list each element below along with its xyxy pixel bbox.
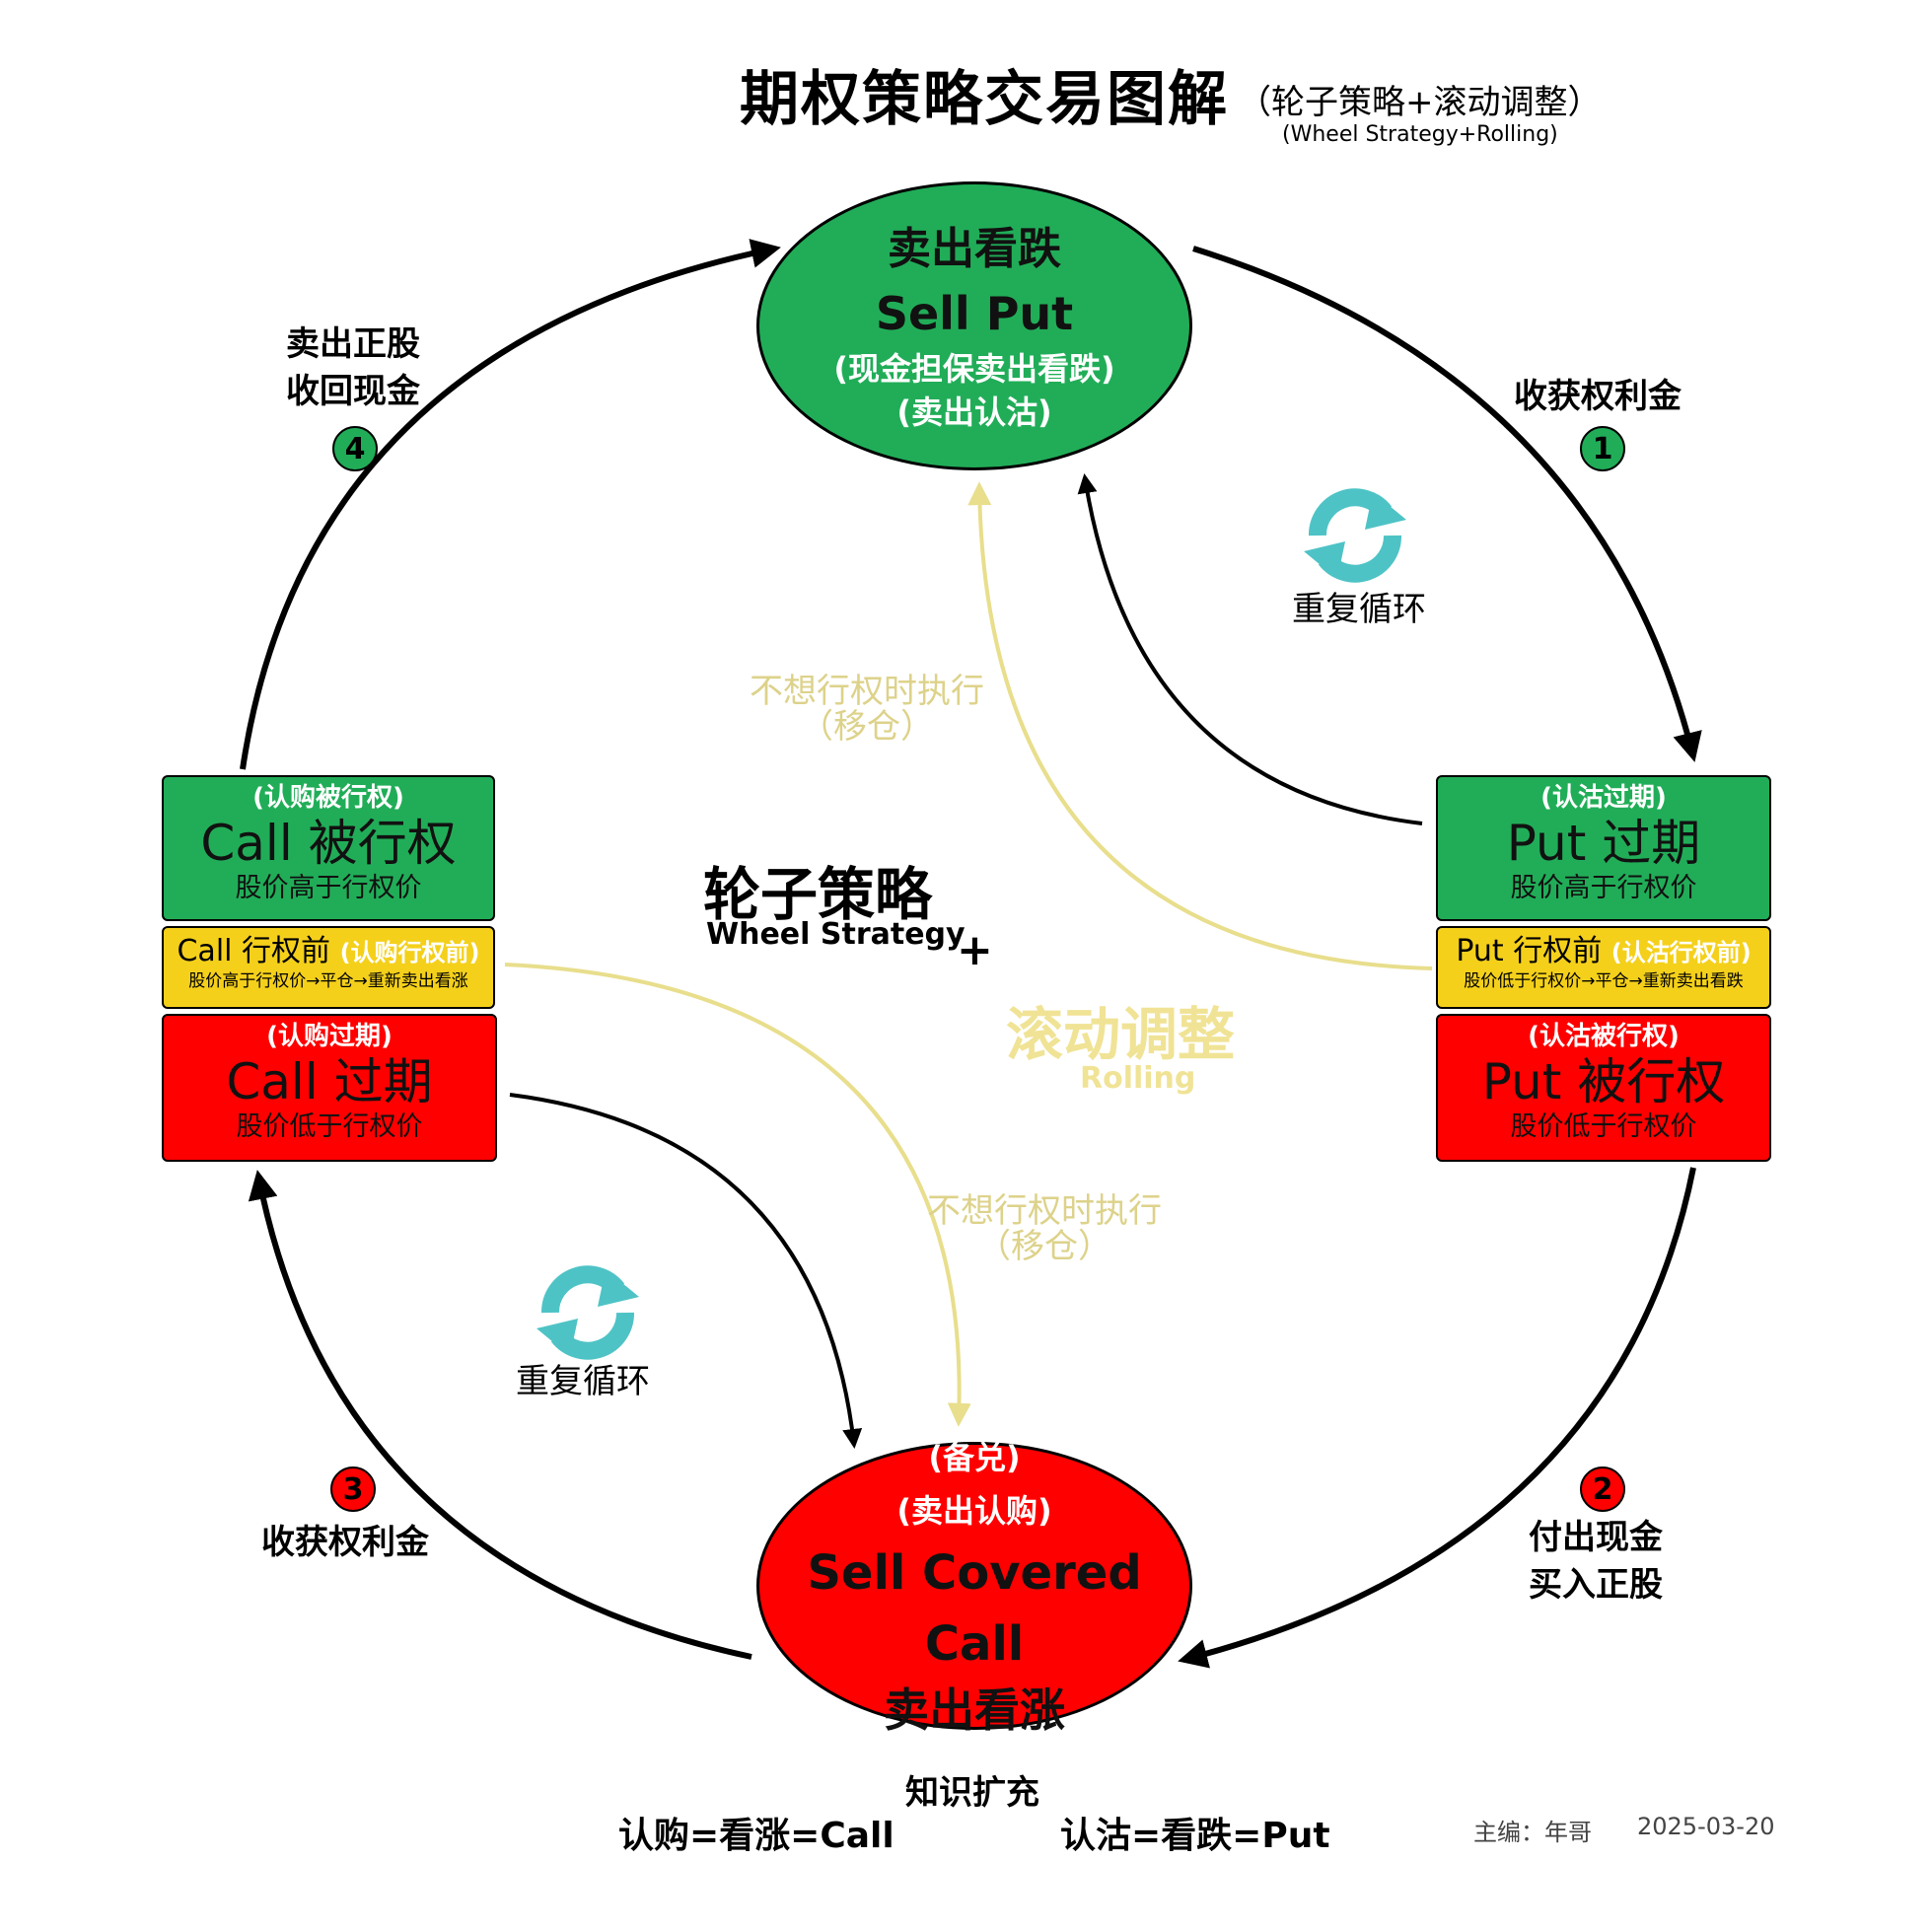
- arrow-put-rolling: [967, 481, 1433, 970]
- put-expired-title: Put 过期: [1506, 815, 1701, 872]
- step2-line2: 买入正股: [1529, 1565, 1663, 1605]
- call-exercised-box: (认购被行权) Call 被行权 股价高于行权价: [162, 775, 495, 921]
- put-exercised-title: Put 被行权: [1481, 1053, 1726, 1110]
- wheel-strategy-title: 轮子策略: [703, 861, 933, 928]
- put-pre-exercise-box: Put 行权前 (认沽行权前) 股价低于行权价→平仓→重新卖出看跌: [1436, 926, 1771, 1009]
- sell-put-note2: (卖出认沽): [896, 393, 1052, 431]
- repeat-icon: [1304, 488, 1406, 583]
- put-exercised-desc: 股价低于行权价: [1510, 1111, 1697, 1142]
- sell-call-en: Sell Covered Call: [807, 1545, 1142, 1672]
- put-expired-box: (认沽过期) Put 过期 股价高于行权价: [1436, 775, 1771, 921]
- call-pre-cap: (认购行权前): [339, 939, 480, 966]
- step1-line1: 收获权利金: [1514, 377, 1682, 416]
- call-definition: 认购=看涨=Call: [618, 1816, 894, 1856]
- repeat-label: 重复循环: [1292, 590, 1426, 629]
- put-expired-cap: (认沽过期): [1540, 783, 1667, 813]
- rolling-note-line2: （移仓）: [977, 1227, 1111, 1266]
- call-expired-box: (认购过期) Call 过期 股价低于行权价: [162, 1014, 497, 1162]
- step4-label: 卖出正股 收回现金: [286, 321, 420, 415]
- wheel-strategy-en: Wheel Strategy: [706, 917, 966, 952]
- arrow-call-expired-loop: [509, 1093, 863, 1449]
- plus-sign: +: [957, 925, 993, 975]
- rolling-title: 滚动调整: [1006, 1001, 1236, 1068]
- arrow-step2: [1178, 1167, 1696, 1669]
- knowledge-title: 知识扩充: [905, 1773, 1039, 1813]
- step4-line1: 卖出正股: [286, 324, 420, 364]
- step2-badge: 2: [1580, 1467, 1625, 1512]
- page-subtitle: （轮子策略+滚动调整）: [1238, 83, 1602, 122]
- rolling-note-call: 不想行权时执行 （移仓）: [927, 1193, 1162, 1264]
- arrow-call-rolling: [504, 963, 971, 1427]
- call-pre-exercise-box: Call 行权前 (认购行权前) 股价高于行权价→平仓→重新卖出看涨: [162, 926, 495, 1009]
- sell-call-note2: (卖出认购): [896, 1492, 1052, 1530]
- step2-line1: 付出现金: [1529, 1518, 1663, 1557]
- put-definition: 认沽=看跌=Put: [1060, 1816, 1330, 1856]
- sell-put-cn: 卖出看跌: [888, 223, 1061, 274]
- step4-badge: 4: [332, 426, 378, 471]
- rolling-note-put: 不想行权时执行 （移仓）: [750, 674, 984, 745]
- arrow-step4: [240, 239, 781, 770]
- step3-badge: 3: [330, 1467, 376, 1512]
- call-exercised-desc: 股价高于行权价: [235, 873, 422, 903]
- call-pre-title: Call 行权前: [177, 934, 331, 968]
- step1-label: 收获权利金: [1514, 373, 1682, 420]
- arrow-put-expired-loop: [1077, 473, 1423, 825]
- publish-date: 2025-03-20: [1637, 1813, 1775, 1840]
- put-pre-cap: (认沽行权前): [1610, 939, 1752, 966]
- sell-put-node: 卖出看跌 Sell Put (现金担保卖出看跌) (卖出认沽): [756, 181, 1192, 470]
- step4-line2: 收回现金: [286, 372, 420, 411]
- step2-label: 付出现金 买入正股: [1529, 1514, 1663, 1609]
- call-pre-desc: 股价高于行权价→平仓→重新卖出看涨: [188, 971, 468, 991]
- put-pre-title: Put 行权前: [1456, 934, 1603, 968]
- page-title: 期权策略交易图解: [740, 65, 1229, 134]
- put-exercised-cap: (认沽被行权): [1528, 1022, 1680, 1051]
- rolling-en: Rolling: [1080, 1061, 1196, 1096]
- call-expired-desc: 股价低于行权价: [236, 1111, 423, 1142]
- arrow-step1: [1192, 246, 1702, 762]
- sell-put-note1: (现金担保卖出看跌): [833, 349, 1115, 388]
- arrow-step3: [248, 1170, 752, 1660]
- rolling-note-line2: （移仓）: [800, 707, 934, 747]
- put-pre-desc: 股价低于行权价→平仓→重新卖出看跌: [1464, 971, 1744, 991]
- step1-badge: 1: [1580, 426, 1625, 471]
- step3-label: 收获权利金: [261, 1519, 429, 1566]
- step3-line1: 收获权利金: [261, 1523, 429, 1562]
- call-exercised-title: Call 被行权: [200, 815, 457, 872]
- sell-call-cn: 卖出看涨: [884, 1683, 1065, 1737]
- call-expired-cap: (认购过期): [266, 1022, 393, 1051]
- page-subtitle-en: (Wheel Strategy+Rolling): [1282, 122, 1558, 147]
- sell-call-note1: (备兑): [928, 1439, 1021, 1476]
- rolling-note-line1: 不想行权时执行: [927, 1191, 1162, 1231]
- call-exercised-cap: (认购被行权): [252, 783, 404, 813]
- put-exercised-box: (认沽被行权) Put 被行权 股价低于行权价: [1436, 1014, 1771, 1162]
- repeat-label: 重复循环: [516, 1362, 650, 1401]
- repeat-icon: [537, 1265, 639, 1360]
- sell-call-node: (备兑) (卖出认购) Sell Covered Call 卖出看涨: [756, 1439, 1192, 1737]
- rolling-note-line1: 不想行权时执行: [750, 672, 984, 711]
- put-expired-desc: 股价高于行权价: [1510, 873, 1697, 903]
- sell-put-en: Sell Put: [875, 286, 1074, 340]
- call-expired-title: Call 过期: [226, 1053, 433, 1110]
- editor-credit: 主编：年哥: [1473, 1819, 1592, 1846]
